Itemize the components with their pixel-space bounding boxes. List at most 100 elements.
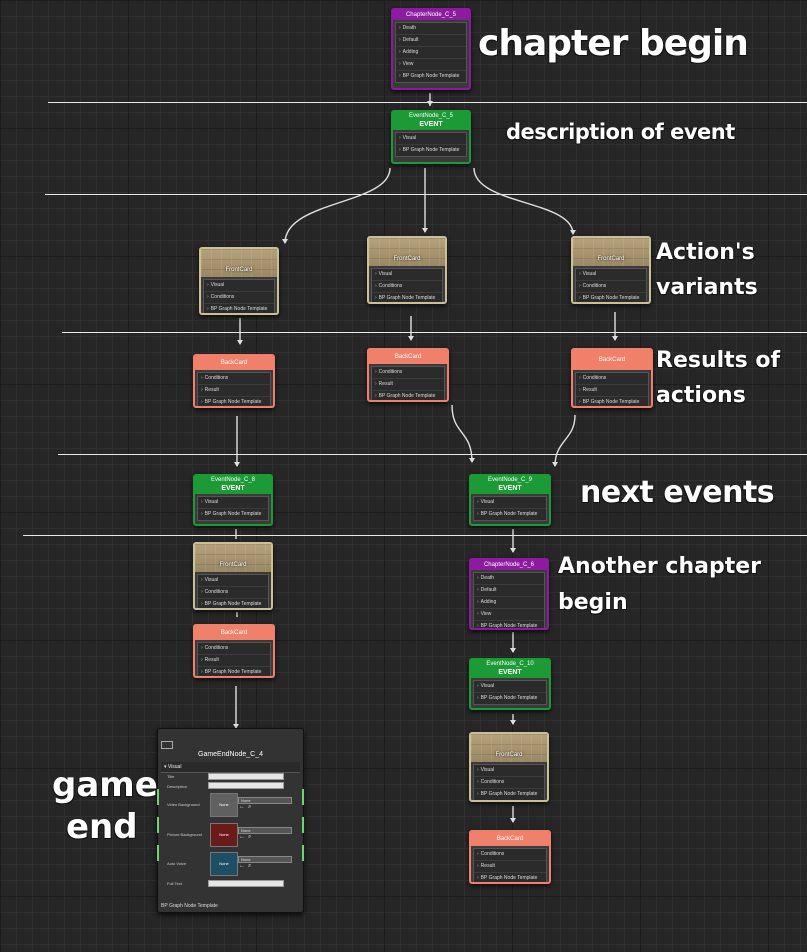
- pin-bp-graph-node-template[interactable]: BP Graph Node Template: [474, 873, 546, 882]
- node-pins: Visual BP Graph Node Template: [473, 680, 547, 705]
- back-card-node[interactable]: BackCard Conditions Result BP Graph Node…: [367, 348, 449, 402]
- pin-default[interactable]: Default: [396, 35, 466, 47]
- output-pin[interactable]: [302, 817, 304, 833]
- annotation-description-of-event: description of event: [506, 120, 735, 144]
- title-input[interactable]: [208, 773, 284, 780]
- pin-death[interactable]: Death: [474, 573, 544, 585]
- pin-bp-graph-node-template[interactable]: BP Graph Node Template: [474, 621, 544, 628]
- pin-visual[interactable]: Visual: [204, 280, 274, 292]
- pin-visual[interactable]: Visual: [474, 765, 544, 777]
- pin-result[interactable]: Result: [372, 379, 444, 391]
- pin-conditions[interactable]: Conditions: [372, 281, 442, 293]
- pin-conditions[interactable]: Conditions: [198, 373, 270, 385]
- output-pin[interactable]: [302, 845, 304, 861]
- back-card-node[interactable]: BackCard Conditions Result BP Graph Node…: [193, 354, 275, 408]
- search-icon[interactable]: ⌕: [248, 863, 252, 869]
- pin-visual[interactable]: Visual: [474, 497, 546, 509]
- pin-adding[interactable]: Adding: [474, 597, 544, 609]
- front-card-node[interactable]: FrontCard Visual Conditions BP Graph Nod…: [571, 236, 651, 304]
- arrow-left-icon[interactable]: ←: [239, 863, 245, 869]
- pin-bp-graph-node-template[interactable]: BP Graph Node Template: [474, 789, 544, 800]
- full-text-input[interactable]: [208, 880, 284, 887]
- pin-conditions[interactable]: Conditions: [198, 587, 268, 599]
- pin-death[interactable]: Death: [396, 23, 466, 35]
- chapter-node-5[interactable]: ChapterNode_C_5 Death Default Adding Vie…: [391, 8, 471, 90]
- pin-view[interactable]: View: [474, 609, 544, 621]
- pin-bp-graph-node-template[interactable]: BP Graph Node Template: [198, 667, 270, 676]
- pin-visual[interactable]: Visual: [474, 681, 546, 693]
- pin-bp-graph-node-template[interactable]: BP Graph Node Template: [474, 509, 546, 520]
- picture-background-dropdown[interactable]: None: [238, 827, 292, 834]
- pin-conditions[interactable]: Conditions: [372, 367, 444, 379]
- front-card-node[interactable]: FrontCard Visual Conditions BP Graph Nod…: [193, 542, 273, 610]
- front-card-node[interactable]: FrontCard Visual Conditions BP Graph Nod…: [469, 732, 549, 802]
- pin-bp-graph-node-template[interactable]: BP Graph Node Template: [204, 304, 274, 313]
- pin-visual[interactable]: Visual: [372, 269, 442, 281]
- search-icon[interactable]: ⌕: [248, 804, 252, 810]
- pin-conditions[interactable]: Conditions: [474, 849, 546, 861]
- pin-bp-graph-node-template[interactable]: BP Graph Node Template: [576, 293, 646, 302]
- event-node-9[interactable]: EventNode_C_9 EVENT Visual BP Graph Node…: [469, 474, 551, 526]
- event-node-8[interactable]: EventNode_C_8 EVENT Visual BP Graph Node…: [193, 474, 273, 526]
- auto-voice-thumbnail[interactable]: None: [210, 852, 238, 876]
- search-icon[interactable]: ⌕: [248, 834, 252, 840]
- input-pin[interactable]: [157, 845, 159, 861]
- pin-bp-graph-node-template[interactable]: BP Graph Node Template: [198, 397, 270, 406]
- game-end-node[interactable]: GameEndNode_C_4 ▾ Visual Title Descripti…: [157, 728, 304, 913]
- chapter-node-6[interactable]: ChapterNode_C_6 Death Default Adding Vie…: [469, 558, 549, 630]
- pin-result[interactable]: Result: [198, 385, 270, 397]
- arrow-left-icon[interactable]: ←: [239, 834, 245, 840]
- pin-result[interactable]: Result: [576, 385, 648, 397]
- node-header: EventNode_C_9 EVENT: [471, 476, 549, 494]
- pin-conditions[interactable]: Conditions: [204, 292, 274, 304]
- back-card-node[interactable]: BackCard Conditions Result BP Graph Node…: [571, 348, 653, 408]
- annotation-results-1: Results of: [656, 348, 781, 373]
- pin-adding[interactable]: Adding: [396, 47, 466, 59]
- pin-result[interactable]: Result: [198, 655, 270, 667]
- output-pin[interactable]: [302, 789, 304, 805]
- pin-bp-graph-node-template[interactable]: BP Graph Node Template: [372, 293, 442, 302]
- pin-conditions[interactable]: Conditions: [474, 777, 544, 789]
- section-label: Visual: [167, 764, 182, 770]
- front-card-node[interactable]: FrontCard Visual Conditions BP Graph Nod…: [199, 247, 279, 315]
- pin-bp-graph-node-template[interactable]: BP Graph Node Template: [198, 509, 268, 520]
- description-input[interactable]: [208, 782, 284, 789]
- annotation-another-chapter-2: begin: [558, 590, 628, 615]
- pin-conditions[interactable]: Conditions: [576, 281, 646, 293]
- pin-bp-graph-node-template[interactable]: BP Graph Node Template: [372, 391, 444, 400]
- pin-bp-graph-node-template[interactable]: BP Graph Node Template: [161, 903, 218, 909]
- video-background-thumbnail[interactable]: None: [210, 793, 238, 817]
- picture-background-thumbnail[interactable]: None: [210, 823, 238, 847]
- back-card-node[interactable]: BackCard Conditions Result BP Graph Node…: [469, 830, 551, 884]
- pin-visual[interactable]: Visual: [396, 133, 466, 145]
- node-pins: Conditions Result BP Graph Node Template: [197, 642, 271, 676]
- pin-bp-graph-node-template[interactable]: BP Graph Node Template: [576, 397, 648, 406]
- pin-view[interactable]: View: [396, 59, 466, 71]
- node-title: FrontCard: [195, 544, 271, 572]
- pin-conditions[interactable]: Conditions: [576, 373, 648, 385]
- event-node-5[interactable]: EventNode_C_5 EVENT Visual BP Graph Node…: [391, 110, 471, 164]
- pin-visual[interactable]: Visual: [198, 575, 268, 587]
- event-node-10[interactable]: EventNode_C_10 EVENT Visual BP Graph Nod…: [469, 658, 551, 710]
- pin-visual[interactable]: Visual: [198, 497, 268, 509]
- node-pins: Conditions Result BP Graph Node Template: [197, 372, 271, 406]
- pin-conditions[interactable]: Conditions: [198, 643, 270, 655]
- input-pin[interactable]: [157, 789, 159, 805]
- auto-voice-dropdown[interactable]: None: [238, 856, 292, 863]
- back-card-node[interactable]: BackCard Conditions Result BP Graph Node…: [193, 624, 275, 678]
- pin-bp-graph-node-template[interactable]: BP Graph Node Template: [396, 71, 466, 82]
- node-title: EventNode_C_9: [487, 477, 533, 483]
- annotation-game-end-2: end: [66, 807, 138, 847]
- section-header-visual[interactable]: ▾ Visual: [161, 762, 300, 773]
- video-background-dropdown[interactable]: None: [238, 797, 292, 804]
- front-card-node[interactable]: FrontCard Visual Conditions BP Graph Nod…: [367, 236, 447, 304]
- pin-visual[interactable]: Visual: [576, 269, 646, 281]
- pin-default[interactable]: Default: [474, 585, 544, 597]
- node-pins: Visual Conditions BP Graph Node Template: [203, 279, 275, 313]
- pin-bp-graph-node-template[interactable]: BP Graph Node Template: [198, 599, 268, 608]
- pin-result[interactable]: Result: [474, 861, 546, 873]
- arrow-left-icon[interactable]: ←: [239, 804, 245, 810]
- input-pin[interactable]: [157, 817, 159, 833]
- pin-bp-graph-node-template[interactable]: BP Graph Node Template: [474, 693, 546, 704]
- pin-bp-graph-node-template[interactable]: BP Graph Node Template: [396, 145, 466, 156]
